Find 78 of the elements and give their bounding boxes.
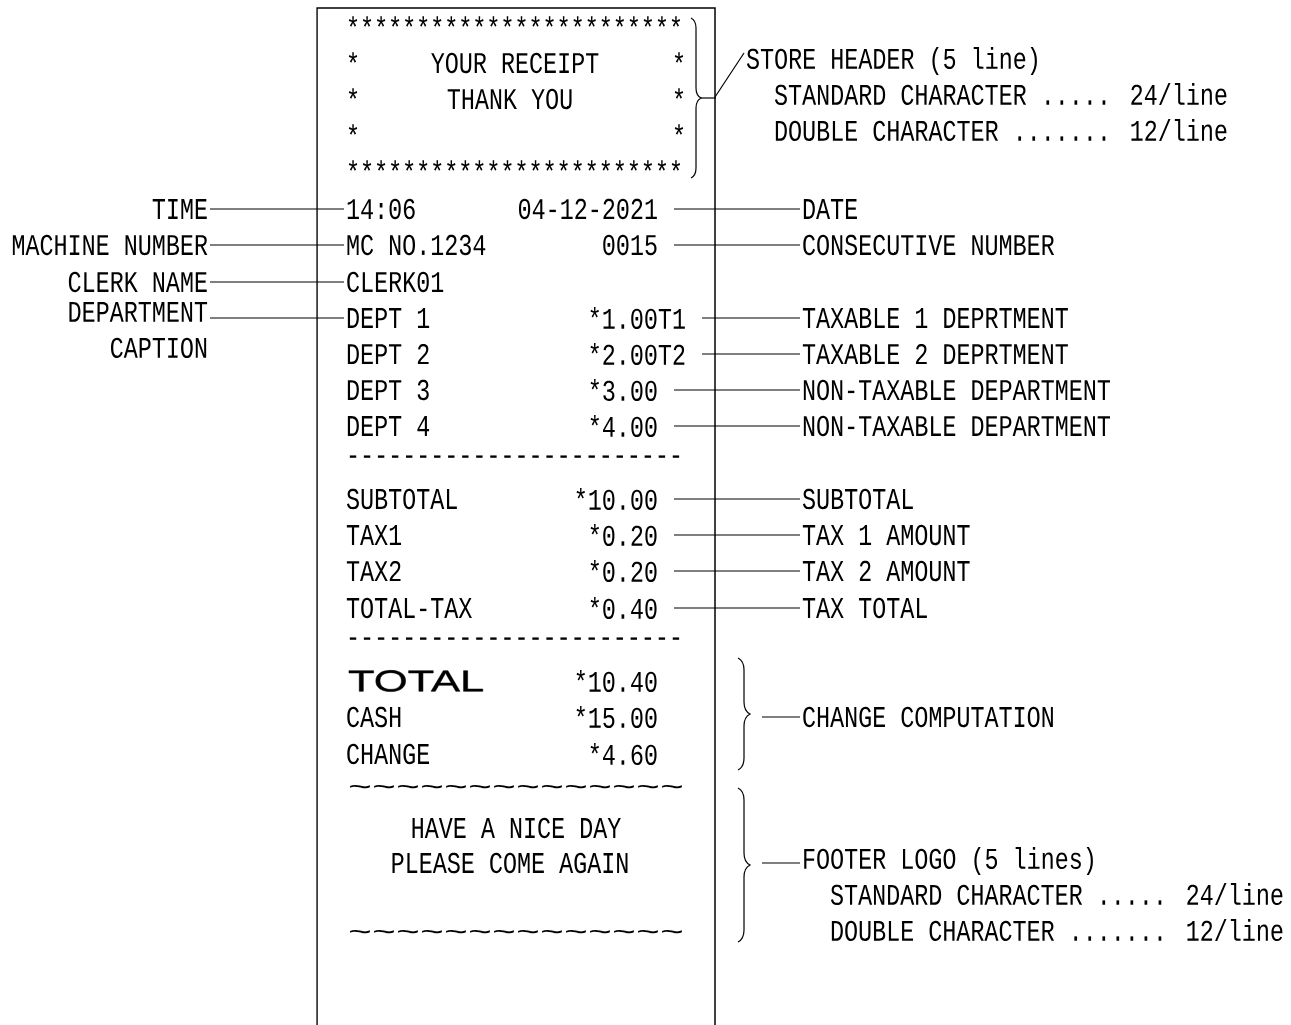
annotation-text: NON-TAXABLE DEPARTMENT <box>803 379 1110 401</box>
leader-line <box>673 570 801 572</box>
receipt-text: *0.40 <box>590 597 657 619</box>
separator-line: ------------------------ <box>349 637 680 640</box>
receipt-text: *3.00 <box>590 379 657 401</box>
annotation-text: STORE HEADER (5 line) STANDARD CHARACTER ..... 24/line DOUBLE CHARACTER ....... 12/line <box>746 47 1227 142</box>
leader-line <box>673 425 801 427</box>
leader-line <box>673 389 801 391</box>
tilde-border: ~~~~~~~~~~~~~~ <box>350 930 682 934</box>
receipt-text: CASH <box>347 706 401 728</box>
asterisk-border: ************************ <box>348 160 681 171</box>
leader-line <box>673 244 801 246</box>
leader-line <box>209 281 345 283</box>
receipt-text: TOTAL-TAX <box>346 597 472 619</box>
receipt-text: *15.00 <box>576 706 657 728</box>
leader-line <box>701 317 801 319</box>
asterisk-border: * <box>348 124 358 135</box>
leader-line <box>761 716 801 718</box>
annotation-text: CLERK NAME <box>68 271 207 293</box>
receipt-text: DEPT 4 <box>347 416 430 436</box>
leader-line <box>209 208 345 210</box>
receipt-text: YOUR RECEIPT <box>431 52 599 74</box>
receipt-text: 14:06 <box>347 198 415 220</box>
leader-line <box>673 208 801 210</box>
receipt-text: 04-12-2021 <box>519 198 657 220</box>
receipt-text: DEPT 1 <box>347 308 430 328</box>
annotation-text: TAXABLE 1 DEPRTMENT <box>802 308 1068 328</box>
annotation-text: TAXABLE 2 DEPRTMENT <box>802 343 1068 365</box>
annotation-text: TIME <box>152 199 207 219</box>
annotation-text: CONSECUTIVE NUMBER <box>803 234 1055 256</box>
annotation-text: DATE <box>803 199 857 219</box>
receipt-text: *0.20 <box>590 560 657 582</box>
receipt-text: CLERK01 <box>347 271 444 293</box>
annotation-text: SUBTOTAL <box>802 488 913 510</box>
asterisk-border: * <box>674 124 684 135</box>
receipt-text: MC NO.1234 <box>347 234 486 256</box>
receipt-text: *0.20 <box>590 524 657 546</box>
receipt-text: HAVE A NICE DAY <box>412 817 621 839</box>
receipt-text: *4.60 <box>590 743 657 765</box>
asterisk-border: * <box>348 52 358 63</box>
leader-line <box>673 498 801 500</box>
receipt-text: *10.00 <box>576 488 657 510</box>
receipt-text: *2.00T2 <box>590 343 685 365</box>
receipt-text: 0015 <box>603 234 657 256</box>
receipt-text: THANK YOU <box>447 88 572 110</box>
annotation-text: TAX 1 AMOUNT <box>802 524 970 546</box>
annotation-text: TAX 2 AMOUNT <box>802 560 970 582</box>
receipt-text: DEPT 2 <box>347 343 429 365</box>
asterisk-border: * <box>348 88 358 99</box>
receipt-text: SUBTOTAL <box>346 488 457 510</box>
asterisk-border: * <box>674 88 684 99</box>
receipt-text: TAX2 <box>346 560 401 582</box>
annotation-text: MACHINE NUMBER <box>12 234 208 256</box>
leader-line <box>714 52 745 98</box>
asterisk-border: ************************ <box>348 16 681 27</box>
leader-line <box>761 862 801 864</box>
receipt-text: DEPT 3 <box>347 379 429 401</box>
receipt-text: TOTAL <box>348 670 483 692</box>
leader-line <box>701 353 801 355</box>
asterisk-border: * <box>674 52 684 63</box>
leader-line <box>673 534 801 536</box>
annotation-text: CHANGE COMPUTATION <box>803 706 1053 728</box>
separator-line: ------------------------ <box>349 455 680 458</box>
receipt-paper <box>316 7 716 1025</box>
receipt-text: TAX1 <box>346 525 402 545</box>
annotation-text: TAX TOTAL <box>802 597 927 619</box>
annotation-text: DEPARTMENT CAPTION <box>69 302 208 359</box>
receipt-text: *4.00 <box>590 415 657 437</box>
receipt-text: PLEASE COME AGAIN <box>392 852 628 874</box>
tilde-border: ~~~~~~~~~~~~~~ <box>350 785 682 789</box>
annotation-text: NON-TAXABLE DEPARTMENT <box>803 415 1110 437</box>
receipt-text: *1.00T1 <box>590 307 685 329</box>
leader-line <box>209 317 345 319</box>
annotation-text: FOOTER LOGO (5 lines) STANDARD CHARACTER ..... 24/line DOUBLE CHARACTER ....... 12/line <box>804 847 1283 942</box>
receipt-text: CHANGE <box>347 743 429 765</box>
leader-line <box>673 607 801 609</box>
leader-line <box>209 244 345 246</box>
receipt-text: *10.40 <box>576 670 657 692</box>
